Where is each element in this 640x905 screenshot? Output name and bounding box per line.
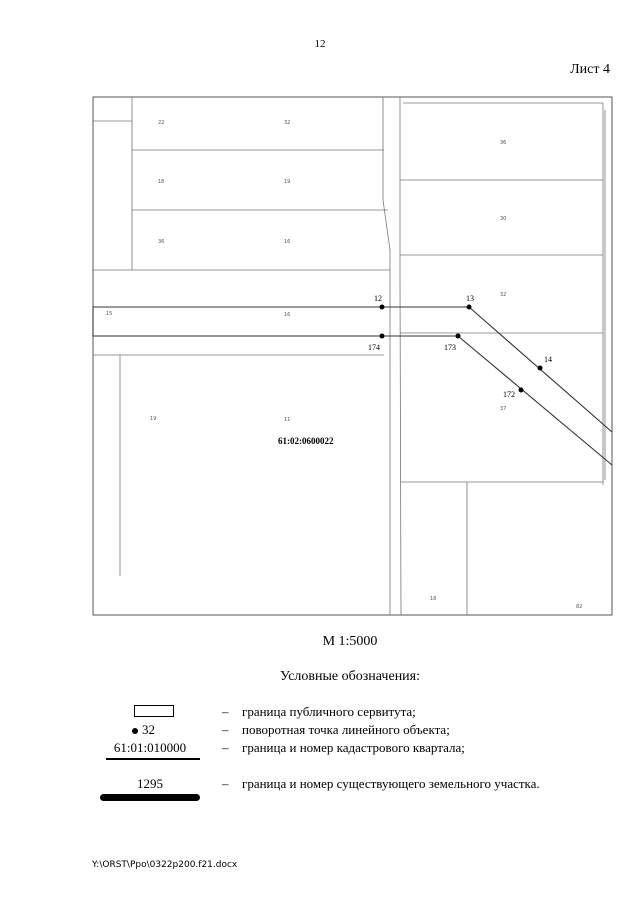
turning-point: [379, 333, 385, 339]
parcel-number: 37: [500, 406, 506, 412]
turning-point: [537, 365, 543, 371]
turning-points: [379, 304, 543, 393]
dot-icon: [132, 728, 138, 734]
parcel-number: 32: [284, 120, 290, 126]
parcel-number: 36: [158, 239, 164, 245]
parcel-number: 19: [284, 179, 290, 185]
point-labels: 12 13 174 173 14 172: [368, 294, 552, 399]
point-label: 13: [466, 294, 474, 303]
parcel-number: 18: [430, 596, 436, 602]
point-label: 12: [374, 294, 382, 303]
legend-dash: –: [222, 704, 229, 719]
parcel-number: 11: [284, 417, 290, 423]
parcel-number: 19: [150, 416, 156, 422]
turning-point: [518, 387, 524, 393]
parcel-number: 30: [500, 216, 506, 222]
sheet-label: Лист 4: [570, 62, 610, 77]
legend-item-parcel: 1295 – граница и номер существующего зем…: [0, 776, 640, 801]
underline-icon: [106, 758, 200, 760]
legend-text: граница и номер существующего земельного…: [242, 776, 540, 791]
parcel-numbers: 22 32 18 19 36 16 15 16 19 11 36 30 32 3…: [106, 120, 582, 610]
legend-symbol-label: 32: [142, 722, 155, 737]
parcel-number: 32: [500, 292, 506, 298]
legend-dash: –: [222, 740, 229, 755]
parcel-number: 36: [500, 140, 506, 146]
legend-text: граница публичного сервитута;: [242, 704, 416, 719]
legend-item-quarter: 61:01:010000 – граница и номер кадастров…: [0, 740, 640, 760]
page-number: 12: [314, 38, 326, 50]
point-label: 172: [503, 390, 515, 399]
scale-label: М 1:5000: [322, 634, 378, 649]
legend-symbol-label: 61:01:010000: [113, 740, 187, 755]
map-frame: [92, 96, 613, 616]
legend-dash: –: [222, 776, 229, 791]
parcel-boundaries: [93, 97, 606, 616]
parcel-number: 82: [576, 604, 582, 610]
cadastral-map: 12 13 174 173 14 172 22 32 18 19 36 16 1…: [92, 96, 613, 616]
turning-point: [455, 333, 461, 339]
legend-text: граница и номер кадастрового квартала;: [242, 740, 465, 755]
parcel-number: 18: [158, 179, 164, 185]
legend-symbol-label: 1295: [137, 776, 163, 791]
legend-text: поворотная точка линейного объекта;: [242, 722, 450, 737]
rectangle-outline-icon: [100, 704, 210, 722]
parcel-number: 22: [158, 120, 164, 126]
parcel-number: 15: [106, 311, 112, 317]
turning-point: [466, 304, 472, 310]
point-label: 173: [444, 343, 456, 352]
point-label: 174: [368, 343, 380, 352]
parcel-number: 16: [284, 312, 290, 318]
footer-path: Y:\ORST\Ppo\0322p200.f21.docx: [92, 860, 238, 870]
legend-dash: –: [222, 722, 229, 737]
legend-item-servitude: – граница публичного сервитута;: [0, 704, 640, 722]
legend-item-turning-point: 32 – поворотная точка линейного объекта;: [0, 722, 640, 740]
quarter-label: 61:02:0600022: [278, 436, 334, 446]
turning-point: [379, 304, 385, 310]
parcel-number: 16: [284, 239, 290, 245]
legend-title: Условные обозначения:: [279, 669, 421, 684]
servitude-boundary: [92, 306, 613, 466]
thick-bar-icon: [100, 794, 200, 801]
point-label: 14: [544, 355, 552, 364]
